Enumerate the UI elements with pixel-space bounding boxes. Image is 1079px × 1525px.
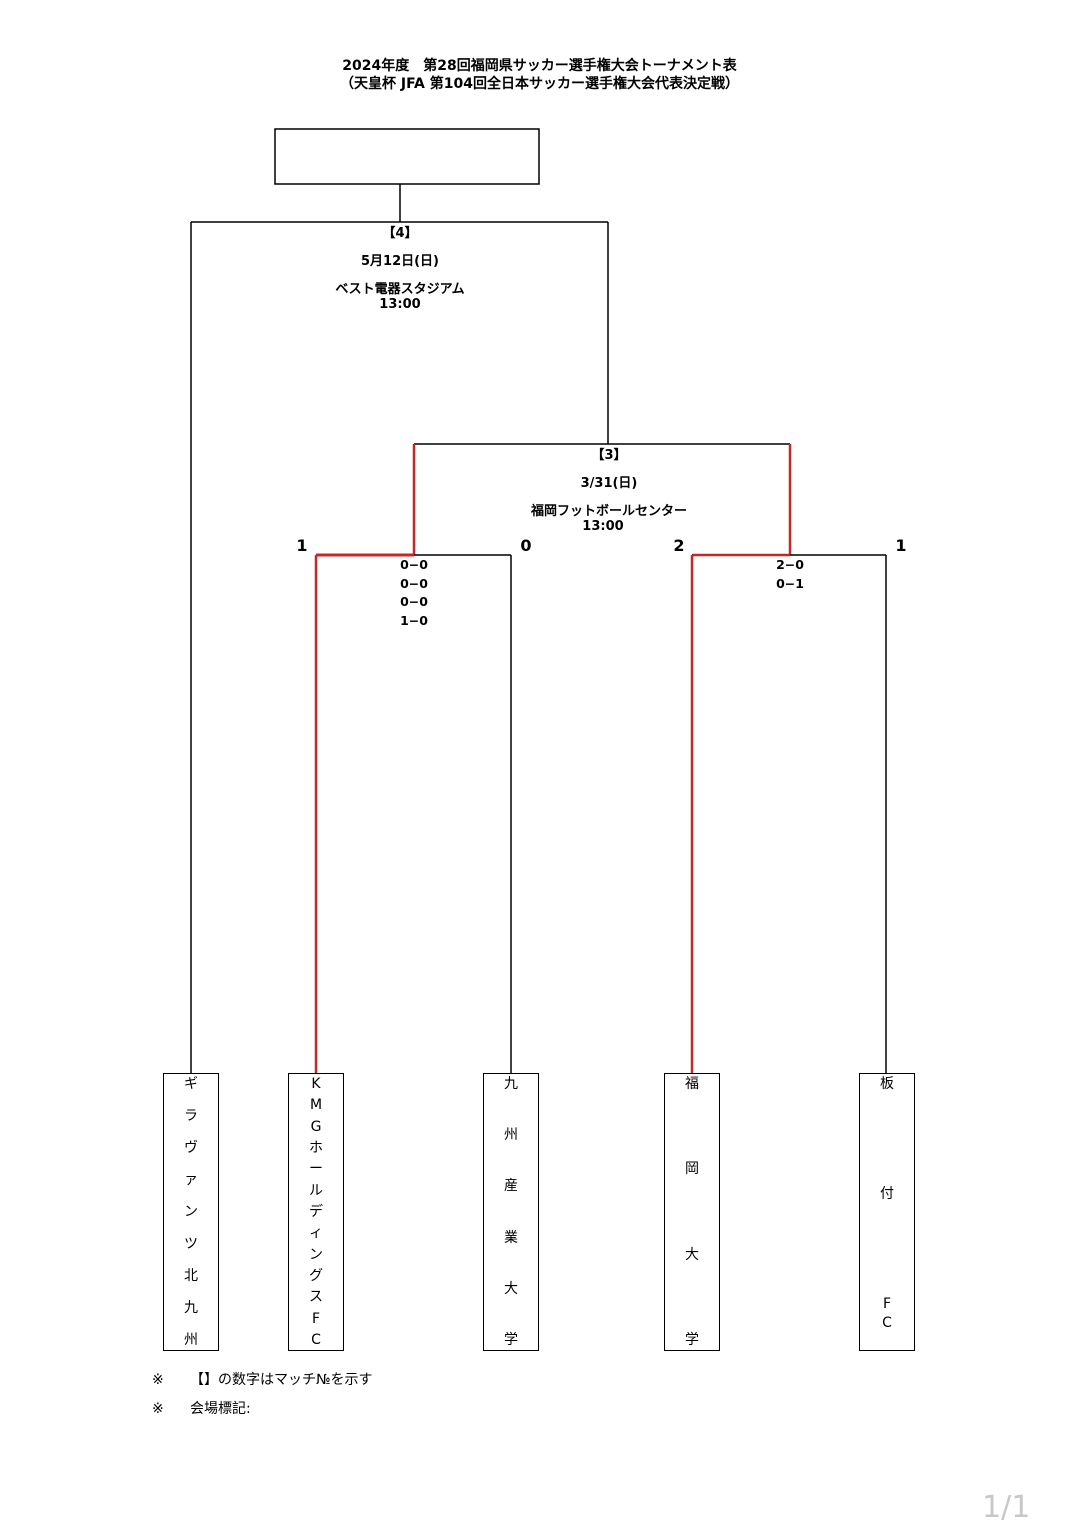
qf1-score-left: 1: [296, 536, 308, 555]
qf2-detail-2: 0−1: [776, 575, 804, 591]
note-mark: ※: [152, 1372, 164, 1388]
page-subtitle: （天皇杯 JFA 第104回全日本サッカー選手権大会代表決定戦）: [340, 76, 739, 92]
note-text-1: 【】の数字はマッチ№を示す: [190, 1372, 373, 1388]
qf1-detail-4: 1−0: [400, 612, 428, 628]
qf2-detail-1: 2−0: [776, 557, 804, 572]
final-date: 5月12日(日): [360, 254, 440, 269]
note-venue: ※ 会場標記:: [152, 1398, 251, 1418]
semi-date: 3/31(日): [580, 476, 638, 491]
semi-time: 13:00: [582, 519, 624, 534]
page-indicator: 1/1: [982, 1490, 1031, 1525]
qf2-detail-scores: 2−0 0−1: [776, 556, 804, 593]
semi-venue: 福岡フットボールセンター: [530, 504, 688, 519]
team-name-kmg: K M G ホ ー ル デ ィ ン グ ス F C: [309, 1076, 323, 1348]
semi-match-number: 【3】: [591, 448, 627, 463]
qf1-detail-2: 0−0: [400, 575, 428, 591]
qf1-score-right: 0: [520, 536, 532, 555]
qf1-detail-scores: 0−0 0−0 0−0 1−0: [400, 556, 428, 630]
team-box-giravanz: ギ ラ ヴ ァ ン ツ 北 九 州: [163, 1073, 219, 1351]
team-name-kyusan: 九 州 産 業 大 学: [504, 1076, 518, 1348]
page-title: 2024年度 第28回福岡県サッカー選手権大会トーナメント表: [342, 58, 737, 74]
note-text-2: 会場標記:: [190, 1401, 251, 1417]
team-name-itazuke: 板 付 F C: [880, 1076, 894, 1331]
note-match-number: ※ 【】の数字はマッチ№を示す: [152, 1369, 373, 1389]
team-box-kmg: K M G ホ ー ル デ ィ ン グ ス F C: [288, 1073, 344, 1351]
note-mark: ※: [152, 1401, 164, 1417]
final-match-number: 【4】: [382, 226, 418, 241]
qf1-detail-3: 0−0: [400, 594, 428, 609]
team-name-giravanz: ギ ラ ヴ ァ ン ツ 北 九 州: [184, 1076, 198, 1348]
qf2-score-left: 2: [673, 536, 685, 555]
team-box-fukudai: 福 岡 大 学: [664, 1073, 720, 1351]
final-time: 13:00: [379, 297, 421, 312]
final-venue: ベスト電器スタジアム: [335, 282, 465, 297]
team-name-fukudai: 福 岡 大 学: [685, 1076, 699, 1348]
team-box-kyusan: 九 州 産 業 大 学: [483, 1073, 539, 1351]
qf1-detail-1: 0−0: [400, 557, 428, 572]
team-box-itazuke: 板 付 F C: [859, 1073, 915, 1351]
champion-box: [274, 128, 540, 185]
qf2-score-right: 1: [895, 536, 907, 555]
